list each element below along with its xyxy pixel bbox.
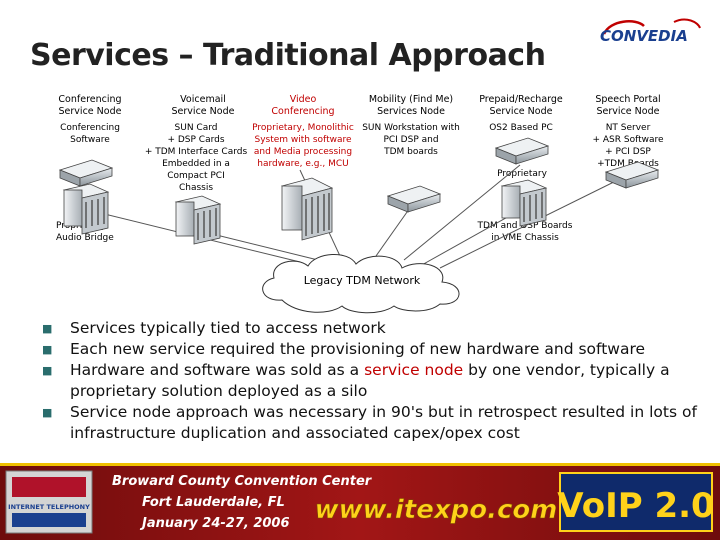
node-3-desc: Proprietary, Monolithic System with soft…: [250, 122, 356, 170]
node-3-desc-line: System with software: [254, 135, 352, 145]
page-title: Services – Traditional Approach: [30, 38, 546, 73]
node-4-desc: SUN Workstation with PCI DSP and TDM boa…: [358, 122, 464, 158]
node-1-desc: Conferencing Software: [48, 122, 132, 146]
node-6-desc-line: +TDM Boards: [597, 159, 659, 169]
node-2-title: Voicemail Service Node: [160, 94, 246, 118]
node-4-title-line1: Mobility (Find Me): [368, 94, 454, 105]
dates-text: January 24-27, 2006: [139, 516, 290, 531]
logo-text: CONVEDIA: [600, 27, 688, 45]
bullet-text: Hardware and software was sold as a: [70, 361, 365, 379]
network-label: Legacy TDM Network: [303, 274, 421, 287]
badge-text: INTERNET TELEPHONY: [8, 503, 90, 511]
nt-server-icon: [604, 161, 660, 189]
node-3-desc-line: hardware, e.g., MCU: [257, 159, 349, 169]
venue-text: Broward County Convention Center: [112, 474, 373, 489]
vme-chassis-icon: [500, 179, 548, 227]
node-1-title-line2: Service Node: [58, 106, 122, 117]
os2-pc-icon: [494, 137, 550, 165]
city-text: Fort Lauderdale, FL: [142, 495, 285, 510]
node-2-desc-line: Chassis: [178, 183, 214, 193]
bullet-item: ■ Services typically tied to access netwo…: [42, 318, 702, 339]
server-box-icon: [58, 159, 114, 187]
node-3-desc-line: and Media processing: [253, 147, 353, 157]
node-6-title: Speech Portal Service Node: [582, 94, 674, 118]
node-5-desc-line: OS2 Based PC: [489, 123, 553, 133]
bullet-icon: ■: [42, 322, 53, 335]
node-6-desc-line: + ASR Software: [592, 135, 664, 145]
compact-pci-chassis-icon: [174, 195, 222, 245]
node-5-sub2-line: in VME Chassis: [491, 233, 559, 243]
node-2-title-line2: Service Node: [171, 106, 235, 117]
audio-bridge-chassis-icon: [62, 183, 110, 235]
legacy-network-cloud-icon: [262, 253, 460, 314]
node-2-desc-line: + DSP Cards: [167, 135, 225, 145]
bullet-icon: ■: [42, 343, 53, 356]
node-5-sub: Proprietary: [484, 168, 560, 180]
node-4-desc-line: TDM boards: [384, 147, 438, 157]
convedia-logo: CONVEDIA: [600, 18, 701, 45]
sun-workstation-icon: [386, 185, 442, 213]
node-5-desc: OS2 Based PC: [470, 122, 572, 134]
node-2-desc-line: + TDM Interface Cards: [144, 147, 248, 157]
node-6-title-line1: Speech Portal: [595, 94, 661, 105]
node-3-desc-line: Proprietary, Monolithic: [252, 123, 354, 133]
event-banner: INTERNET TELEPHONY Broward County Conven…: [0, 463, 720, 540]
logo-swoosh-icon: [602, 18, 701, 35]
node-1-desc-line: Software: [70, 135, 110, 145]
bullet-item: ■ Hardware and software was sold as a ser…: [42, 360, 702, 402]
bullet-item: ■ Service node approach was necessary in …: [42, 402, 702, 444]
mcu-chassis-icon: [280, 177, 334, 241]
node-5-title: Prepaid/Recharge Service Node: [470, 94, 572, 118]
bullet-text: Services typically tied to access networ…: [70, 319, 386, 337]
node-4-desc-line: PCI DSP and: [383, 135, 439, 145]
brand-text: VoIP 2.0: [557, 486, 714, 526]
node-2-desc-line: Compact PCI: [167, 171, 225, 181]
node-4-title: Mobility (Find Me) Services Node: [358, 94, 464, 118]
bullet-icon: ■: [42, 406, 53, 419]
node-2-desc: SUN Card + DSP Cards + TDM Interface Car…: [140, 122, 252, 194]
node-2-title-line1: Voicemail: [180, 94, 226, 105]
node-5-title-line2: Service Node: [489, 106, 553, 117]
node-1-sub-line: Audio Bridge: [56, 233, 114, 243]
node-6-desc: NT Server + ASR Software + PCI DSP +TDM …: [582, 122, 674, 170]
highlight-text: service node: [364, 361, 464, 379]
bullet-text: by one vendor, typically a proprietary s…: [70, 361, 670, 400]
node-3-title-line2: Conferencing: [271, 106, 335, 117]
bullet-text: Service node approach was necessary in 9…: [70, 403, 697, 442]
node-6-desc-line: NT Server: [605, 123, 651, 133]
hardware-diagram: [58, 137, 660, 269]
node-6-desc-line: + PCI DSP: [605, 147, 651, 157]
node-2-desc-line: SUN Card: [174, 123, 218, 133]
bullet-item: ■ Each new service required the provision…: [42, 339, 702, 360]
bullet-icon: ■: [42, 364, 53, 377]
node-1-title-line1: Conferencing: [58, 94, 122, 105]
node-4-title-line2: Services Node: [377, 106, 445, 117]
node-1-title: Conferencing Service Node: [48, 94, 132, 118]
node-3-title: Video Conferencing: [258, 94, 348, 118]
url-text: www.itexpo.com: [315, 495, 558, 525]
node-5-title-line1: Prepaid/Recharge: [479, 94, 563, 105]
node-5-sub-line: Proprietary: [497, 169, 547, 179]
bullet-text: Each new service required the provisioni…: [70, 340, 646, 358]
node-2-desc-line: Embedded in a: [162, 159, 230, 169]
node-4-desc-line: SUN Workstation with: [362, 123, 460, 133]
bullet-list: ■ Services typically tied to access netwo…: [42, 318, 702, 444]
node-1-desc-line: Conferencing: [60, 123, 120, 133]
node-6-title-line2: Service Node: [596, 106, 660, 117]
node-3-title-line1: Video: [289, 94, 317, 105]
internet-telephony-badge-icon: INTERNET TELEPHONY: [5, 470, 93, 534]
